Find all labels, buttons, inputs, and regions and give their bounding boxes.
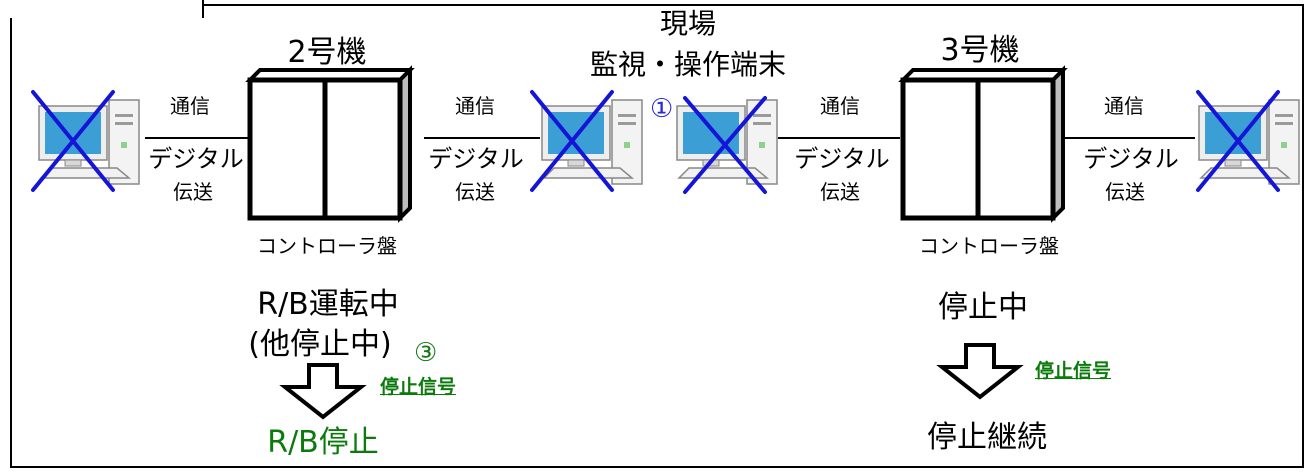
down-arrow-icon <box>283 363 363 419</box>
link1-label-top: 通信 <box>170 94 210 118</box>
site-terminal-label-line2: 監視・操作端末 <box>589 48 787 81</box>
site-terminal-label-line1: 現場 <box>659 7 717 40</box>
cross-icon <box>1196 90 1280 192</box>
unit3-stop-signal-link[interactable]: 停止信号 <box>1035 360 1112 382</box>
unit3-title: 3号機 <box>940 33 1020 68</box>
link3-label-bot: 伝送 <box>820 180 860 204</box>
controller-panel-unit2 <box>250 70 410 218</box>
computer-icon <box>38 99 140 185</box>
link1-label-bot: 伝送 <box>173 180 213 204</box>
link4-label-bot: 伝送 <box>1105 180 1145 204</box>
link4-label-mid: デジタル <box>1083 145 1179 173</box>
link2-label-top: 通信 <box>455 94 495 118</box>
cross-icon <box>683 96 767 194</box>
down-arrow-icon <box>940 343 1020 399</box>
controller-panel-unit3 <box>903 70 1063 218</box>
unit2-panel-label: コントローラ盤 <box>257 234 397 258</box>
cross-icon <box>530 90 614 192</box>
unit2-title: 2号機 <box>287 35 367 70</box>
unit2-stop-signal-link[interactable]: 停止信号 <box>380 376 457 398</box>
link1-label-mid: デジタル <box>148 145 244 173</box>
frame-notch <box>0 0 204 18</box>
link2-label-bot: 伝送 <box>455 180 495 204</box>
computer-icon <box>541 99 643 185</box>
unit2-result: R/B停止 <box>267 425 379 460</box>
link2-label-mid: デジタル <box>428 145 524 173</box>
site-terminal-marker: ① <box>650 94 674 124</box>
link4-label-top: 通信 <box>1104 94 1144 118</box>
unit2-marker: ③ <box>414 338 438 368</box>
unit3-status: 停止中 <box>938 290 1028 325</box>
unit2-status-line1: R/B運転中 <box>257 287 399 322</box>
diagram-frame <box>10 4 1304 468</box>
link3-label-top: 通信 <box>820 94 860 118</box>
unit3-panel-label: コントローラ盤 <box>919 234 1059 258</box>
unit3-result: 停止継続 <box>927 420 1047 455</box>
link3-label-mid: デジタル <box>794 145 890 173</box>
unit2-status-line2: (他停止中) <box>248 327 392 362</box>
cross-icon <box>31 90 115 192</box>
